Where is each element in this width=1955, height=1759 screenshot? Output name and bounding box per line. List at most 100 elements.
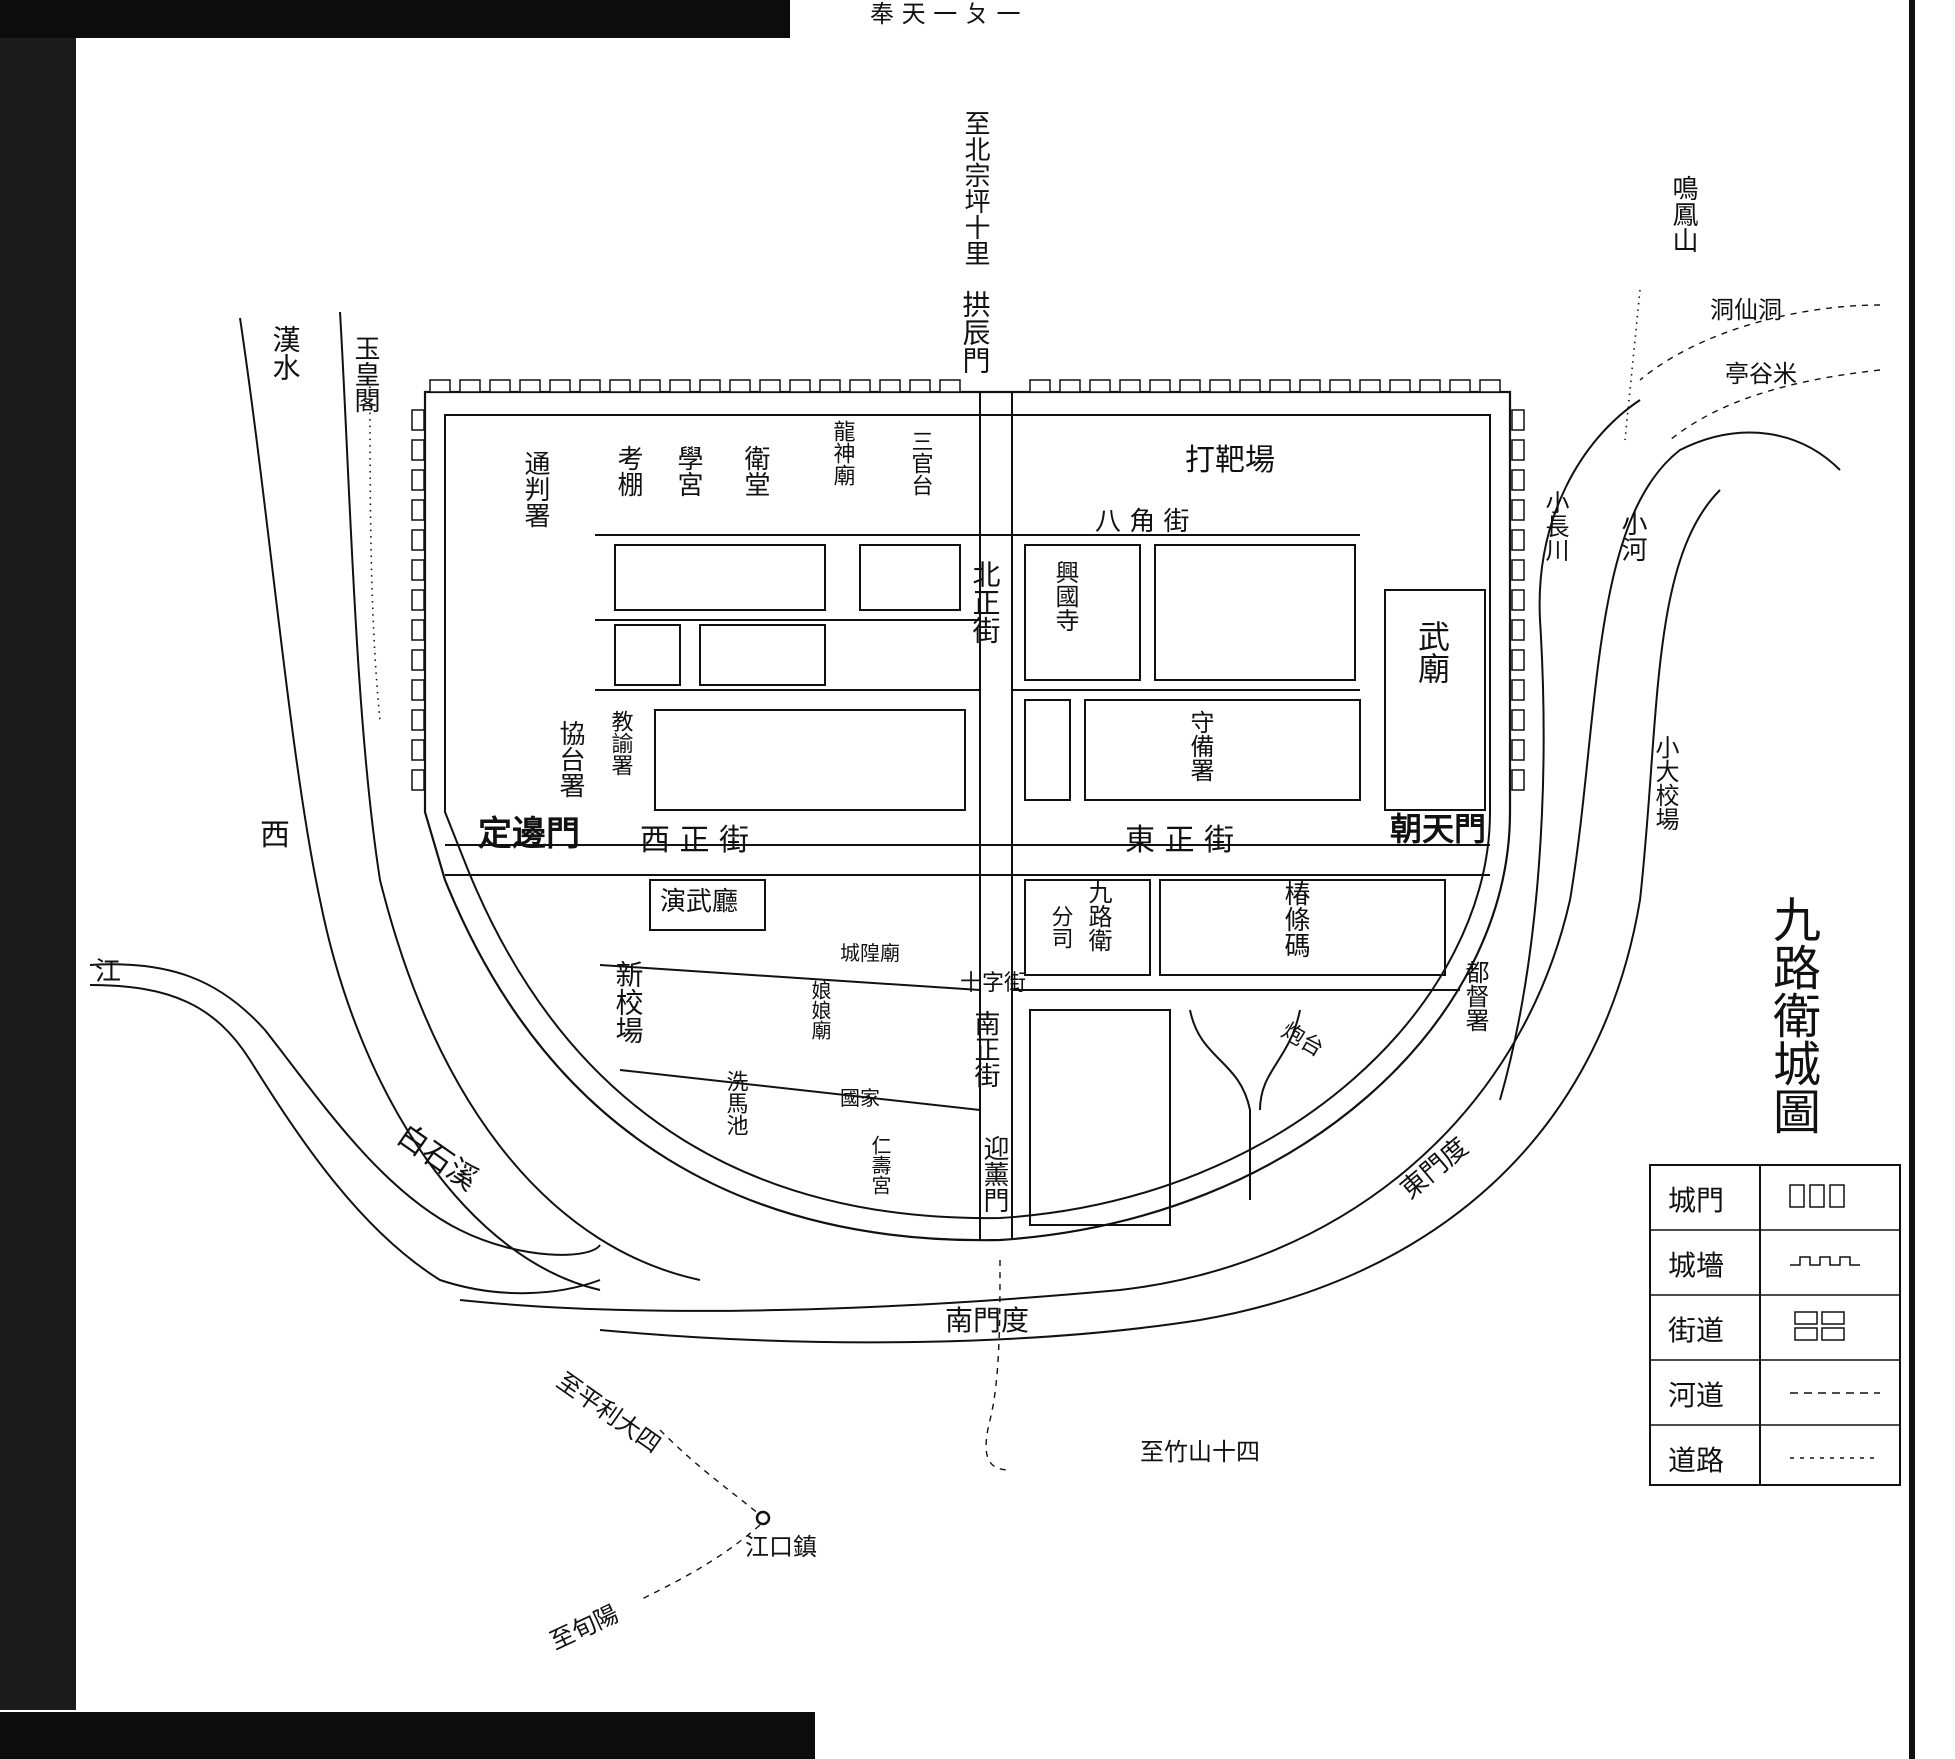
street-bajiao: 八 角 街 [1095,507,1190,537]
wall-merlon [1511,589,1525,611]
wall-merlon [759,379,781,393]
place-xinjiao: 新校場 [612,960,645,1044]
outside-road-sw2: 至旬陽 [546,1600,623,1656]
water-xiaojiachuan: 小長川 [1541,490,1569,562]
wall-merlon [411,499,425,521]
legend-symbol-wall [1790,1256,1860,1266]
place-chenhuang: 城隍廟 [840,941,900,965]
place-weitang: 衛堂 [740,445,770,497]
place-zhusi: 椿條碼 [1280,880,1310,958]
wall-merlon [849,379,871,393]
wall-merlons [411,379,1525,791]
wall-merlon [411,649,425,671]
wall-merlon [1059,379,1081,393]
map-title: 九路衛城圖 [1764,895,1821,1135]
wall-merlon [1389,379,1411,393]
rivers [89,311,1841,1344]
wall-merlon [1089,379,1111,393]
wall-merlon [639,379,661,393]
water-southwest-stream: 白石溪 [390,1118,484,1198]
wall-merlon [411,739,425,761]
place-longshen: 龍神廟 [830,420,856,486]
jiangkou-town-marker [755,1510,771,1526]
wall-merlon [1511,769,1525,791]
city-wall [423,390,1512,1242]
water-hanshui: 漢水 [269,325,302,381]
wall-merlon [1209,379,1231,393]
wall-merlon [1511,529,1525,551]
place-jiaoyu: 教諭署 [608,710,634,776]
wall-merlon [411,679,425,701]
water-west-river: 江 [95,957,121,987]
wall-merlon [411,559,425,581]
place-tongpan: 通判署 [520,450,550,528]
wall-merlon [1419,379,1441,393]
legend-row-street: 街道 [1668,1314,1724,1347]
legend-row-river: 河道 [1668,1379,1724,1412]
legend: 城門 城墻 街道 河道 道路 [1649,1164,1901,1486]
wall-merlon [789,379,811,393]
water-xiaodaji: 小大校場 [1651,735,1679,831]
outside-yuhuang: 玉皇閣 [350,335,380,413]
top-fragment: 奉 天 一 ㄆ 一 [870,0,1021,28]
wall-merlon [411,709,425,731]
street-east-main: 東 正 街 [1125,823,1234,858]
scan-top-bar [0,0,790,38]
wall-merlon [429,379,451,393]
street-west-main: 西 正 街 [640,823,749,858]
gate-south: 迎薰門 [979,1135,1009,1213]
wall-merlon [411,439,425,461]
place-fujun: 都督署 [1461,960,1489,1032]
water-west-label: 西 [260,818,290,853]
place-guojia: 國家 [840,1086,880,1110]
legend-symbol-street [1794,1311,1845,1341]
wall-merlon [489,379,511,393]
wall-merlon [1511,739,1525,761]
wall-merlon [1179,379,1201,393]
outside-road-s: 至竹山十四 [1140,1438,1260,1466]
wall-merlon [1239,379,1261,393]
streets [445,392,1490,1240]
wall-merlon [1511,649,1525,671]
wall-merlon [609,379,631,393]
scan-bottom-bar [0,1712,815,1759]
north-road-label: 至北宗坪十里 [960,110,990,266]
wall-merlon [879,379,901,393]
place-renshou: 仁壽宮 [868,1135,892,1195]
wall-merlon [1149,379,1171,393]
gate-east: 朝天門 [1390,810,1486,848]
wall-merlon [1269,379,1291,393]
place-kaopeng: 考棚 [613,445,643,497]
place-meiren: 娘娘廟 [808,980,832,1040]
wall-merlon [1511,679,1525,701]
water-south-ferry: 南門度 [945,1304,1029,1337]
street-cross: 十字街 [960,971,1026,996]
place-xuegong: 學宮 [673,445,703,497]
wall-merlon [1511,709,1525,731]
street-south-main: 南正街 [970,1010,1000,1088]
place-wumiao: 武廟 [1413,620,1451,684]
wall-merlon [411,409,425,431]
street-north-main: 北正街 [969,560,1002,644]
wall-merlon [1029,379,1051,393]
legend-row-road: 道路 [1668,1444,1724,1477]
wall-merlon [579,379,601,393]
wall-merlon [1359,379,1381,393]
wall-merlon [909,379,931,393]
legend-row-wall: 城墻 [1668,1249,1724,1282]
outside-mingfeng: 鳴鳳山 [1668,175,1698,253]
wall-merlon [549,379,571,393]
outside-dongxian: 洞仙洞 [1710,296,1782,324]
wall-merlon [519,379,541,393]
wall-merlon [411,619,425,641]
wall-merlon [1479,379,1501,393]
scan-left-edge [0,38,76,1710]
wall-merlon [411,469,425,491]
wall-merlon [1511,559,1525,581]
wall-merlon [1119,379,1141,393]
outside-road-sw1: 至平利大四 [552,1367,666,1459]
place-dagan: 打靶場 [1185,443,1275,478]
wall-merlon [459,379,481,393]
wall-merlon [1449,379,1471,393]
wall-merlon [669,379,691,393]
